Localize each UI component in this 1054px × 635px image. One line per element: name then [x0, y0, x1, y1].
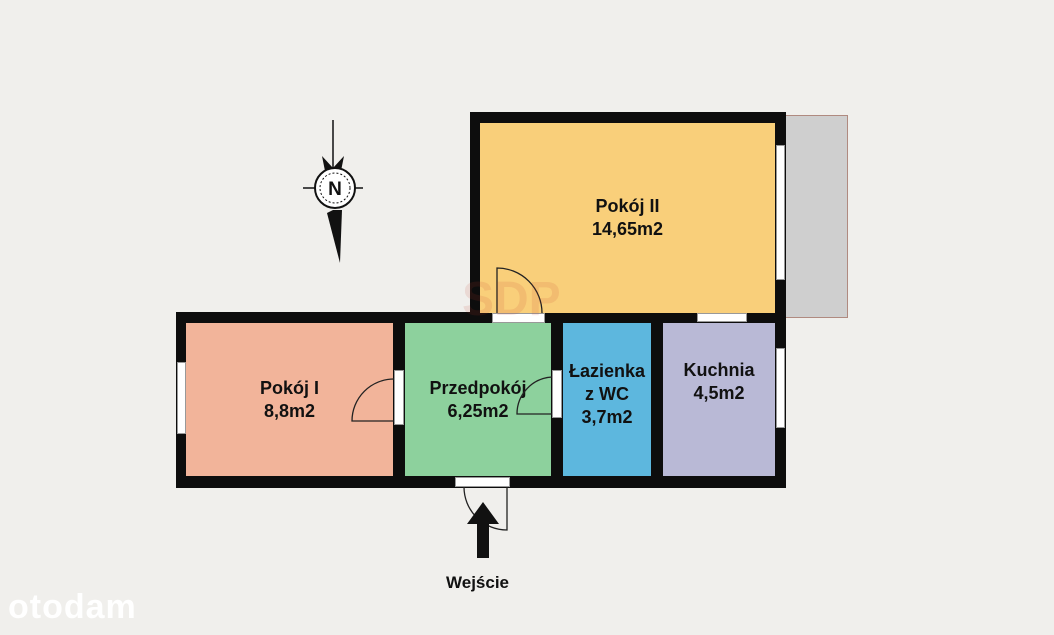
- room-area: 8,8m2: [263, 400, 316, 421]
- room-name: Przedpokój: [429, 377, 527, 398]
- room-name: Łazienka: [568, 361, 646, 381]
- compass-label: N: [328, 179, 342, 200]
- door-opening: [492, 313, 545, 323]
- compass-icon: N: [303, 120, 363, 263]
- door-opening: [455, 477, 510, 487]
- room-przedpokoj: Przedpokój 6,25m2: [405, 323, 551, 476]
- window: [776, 145, 785, 280]
- window: [697, 313, 747, 322]
- room-area: 4,5m2: [693, 383, 745, 403]
- door-opening: [552, 370, 562, 418]
- otodom-logo: otodam: [8, 588, 137, 626]
- room-area: 14,65m2: [591, 219, 664, 239]
- room-name: Kuchnia: [683, 360, 755, 380]
- room-area: 3,7m2: [581, 407, 633, 427]
- watermark-logo: SDP: [462, 273, 561, 326]
- room-lazienka: Łazienka z WC 3,7m2: [563, 323, 651, 476]
- room-area: 6,25m2: [447, 400, 509, 421]
- window: [776, 348, 785, 428]
- entrance-label: Wejście: [446, 573, 510, 592]
- window: [177, 362, 186, 434]
- door-opening: [394, 370, 404, 425]
- room-name-2: z WC: [585, 384, 629, 404]
- room-name: Pokój II: [595, 196, 660, 216]
- room-kuchnia: Kuchnia 4,5m2: [663, 323, 775, 476]
- entrance-arrow-icon: [467, 502, 499, 558]
- room-name: Pokój I: [259, 377, 319, 398]
